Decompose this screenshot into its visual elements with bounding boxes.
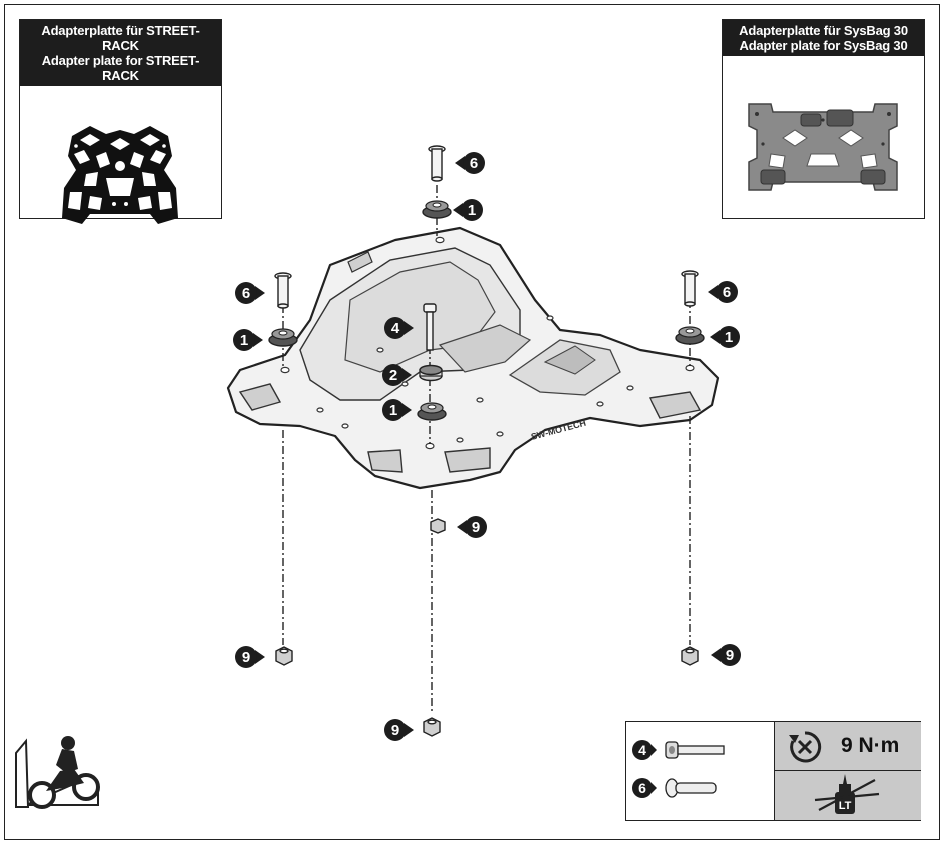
callout-9-tag: 9 [711,644,741,666]
callout-1-tag: 1 [453,199,483,221]
callout-4-tag: 4 [384,317,414,339]
bushings-1 [268,200,705,421]
inset-street-rack-title-de: Adapterplatte für STREET-RACK [41,23,200,53]
bushing-1-center [417,402,447,421]
callout-6-tag: 6 [708,281,738,303]
callout-9-tag: 9 [384,719,414,741]
callout-number: 6 [470,155,478,172]
callout-group: 6 1 6 1 6 1 4 2 1 9 9 9 9 [233,152,741,741]
callout-number: 9 [472,519,480,536]
screw-6-group [274,145,699,309]
callout-number: 9 [726,647,734,664]
callout-number: 6 [242,285,250,302]
callout-number: 1 [240,332,248,349]
no-threadlock-icon: LT [814,774,880,814]
motorcycle-rider-icon [15,736,100,809]
callout-number: 9 [391,722,399,739]
callout-1-tag: 1 [233,329,263,351]
callout-9-tag: 9 [235,646,265,668]
nut-9-bottom [423,717,441,737]
torque-value: 9 N·m [841,734,900,757]
screw-6-left [274,272,292,309]
inset-sysbag-title-en: Adapter plate for SysBag 30 [739,38,908,53]
callout-number: 4 [391,320,400,337]
inset-street-rack-header: Adapterplatte für STREET-RACK Adapter pl… [20,20,221,86]
nut-9-right [681,646,699,666]
callout-9-tag: 9 [457,516,487,538]
bushing-1-left [268,328,298,347]
threadlock-label: LT [839,800,852,812]
bushing-1-right [675,326,705,345]
screw-4 [423,303,437,351]
inset-sysbag-header: Adapterplatte für SysBag 30 Adapter plat… [723,20,924,56]
callout-number: 9 [242,649,250,666]
callout-number: 1 [389,402,397,419]
nuts-9 [275,518,699,737]
nut-9-under [430,518,446,534]
callout-6-tag: 6 [455,152,485,174]
inset-street-rack-title-en: Adapter plate for STREET-RACK [41,53,200,83]
inset-sysbag-title-de: Adapterplatte für SysBag 30 [739,23,908,38]
luggage-rack-plate: SW-MOTECH [226,226,720,490]
nut-9-left [275,646,293,666]
callout-1-tag: 1 [382,399,412,421]
torque-row: 9 N·m [775,722,921,771]
callout-6-tag: 6 [235,282,265,304]
torque-panel: 9 N·m LT [774,722,921,820]
torque-wrench-icon [789,731,822,763]
callout-number: 1 [725,329,733,346]
callout-number: 2 [389,367,397,384]
bushing-1-top [422,200,452,219]
diagram-frame [4,4,940,840]
fastener-row-4: 4 [632,740,725,760]
fastener-label-4: 4 [638,742,646,758]
street-rack-adapter-image [62,126,178,224]
inset-sysbag: Adapterplatte für SysBag 30 Adapter plat… [722,19,925,219]
fastener-label-6: 6 [638,780,646,796]
callout-1-tag: 1 [710,326,740,348]
spacer-2 [419,364,443,382]
callout-number: 6 [723,284,731,301]
fastener-row-6: 6 [632,778,717,798]
torque-spec-box: 4 6 9 N·m LT [625,721,921,821]
screw-6-right [681,270,699,307]
sysbag-adapter-image [748,103,898,191]
callout-number: 1 [468,202,476,219]
inset-street-rack: Adapterplatte für STREET-RACK Adapter pl… [19,19,222,224]
fastener-list: 4 6 [632,740,725,798]
callout-2-tag: 2 [382,364,412,386]
screw-6-top [428,145,446,182]
